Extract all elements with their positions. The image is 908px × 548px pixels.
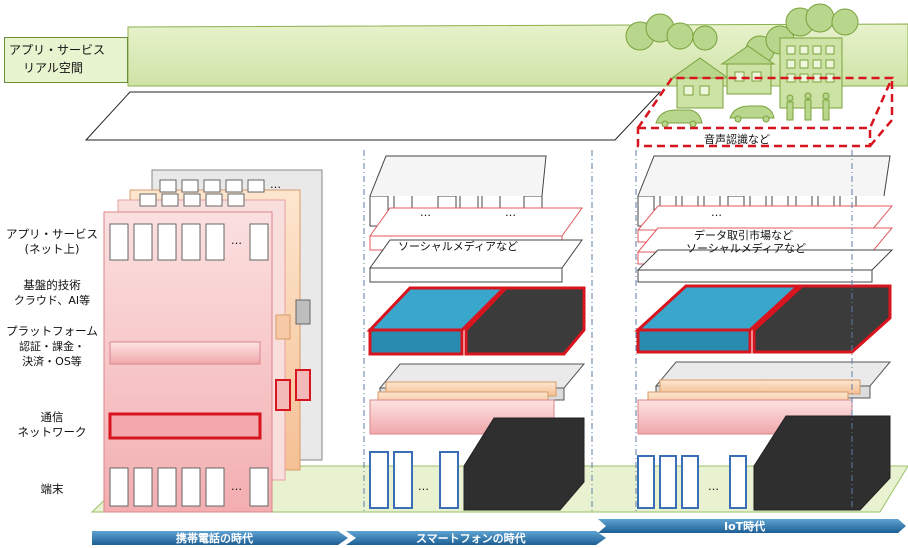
city-illustration: [625, 3, 859, 128]
data-market-label: データ取引市場など: [694, 229, 793, 242]
layer-label-platform-line1: プラットフォーム: [6, 324, 98, 338]
layer-label-app-service: アプリ・サービス (ネット上): [0, 227, 104, 257]
ellipsis-iot-apps: …: [711, 206, 722, 219]
app-space-line2: リアル空間: [23, 61, 83, 75]
era-label-iot: IoT時代: [724, 520, 766, 533]
app-space-line1: アプリ・サービス: [9, 43, 106, 57]
app-service-surface: [84, 91, 662, 141]
smartphone-era-stack: [366, 155, 586, 511]
era-label-mobile: 携帯電話の時代: [176, 532, 253, 545]
layer-label-network-line1: 通信: [40, 410, 64, 424]
layer-label-terminal: 端末: [0, 482, 104, 497]
era-timeline: [92, 519, 906, 545]
layer-label-platform-line3: 決済・OS等: [22, 355, 82, 368]
iot-era-stack: [634, 155, 894, 511]
ellipsis-iot-terminals: …: [708, 480, 719, 493]
voice-recognition-box: [636, 76, 894, 148]
ellipsis-mobile-terminals: …: [231, 480, 242, 493]
layer-label-base-tech-line1: 基盤的技術: [23, 278, 81, 292]
ellipsis-mobile-back: …: [270, 178, 281, 191]
social-media-label-iot: ソーシャルメディアなど: [686, 242, 807, 255]
layer-label-base-tech-line2: クラウド、AI等: [13, 294, 91, 307]
mobile-era-panels: [103, 169, 323, 513]
layer-label-terminal-text: 端末: [40, 482, 64, 496]
era-divider-lines: [363, 150, 853, 512]
layer-label-network-line2: ネットワーク: [17, 425, 87, 439]
voice-recognition-label: 音声認識など: [704, 133, 770, 146]
layer-label-platform-line2: 認証・課金・: [19, 340, 85, 353]
era-label-smartphone: スマートフォンの時代: [416, 532, 526, 545]
layer-label-app-service-line1: アプリ・サービス: [6, 227, 98, 241]
layer-label-network: 通信 ネットワーク: [0, 410, 104, 440]
layer-label-base-tech: 基盤的技術 クラウド、AI等: [0, 278, 104, 308]
ellipsis-smartphone-apps: …: [420, 206, 431, 219]
ellipsis-mobile-apps: …: [231, 234, 242, 247]
layer-label-app-service-line2: (ネット上): [24, 242, 80, 256]
social-media-label-smartphone: ソーシャルメディアなど: [398, 240, 519, 253]
layer-label-platform: プラットフォーム 認証・課金・ 決済・OS等: [0, 324, 104, 369]
ellipsis-smartphone-terminals: …: [418, 480, 429, 493]
ellipsis-smartphone-apps-2: …: [505, 206, 516, 219]
real-space-label-box: アプリ・サービス リアル空間: [4, 37, 128, 83]
